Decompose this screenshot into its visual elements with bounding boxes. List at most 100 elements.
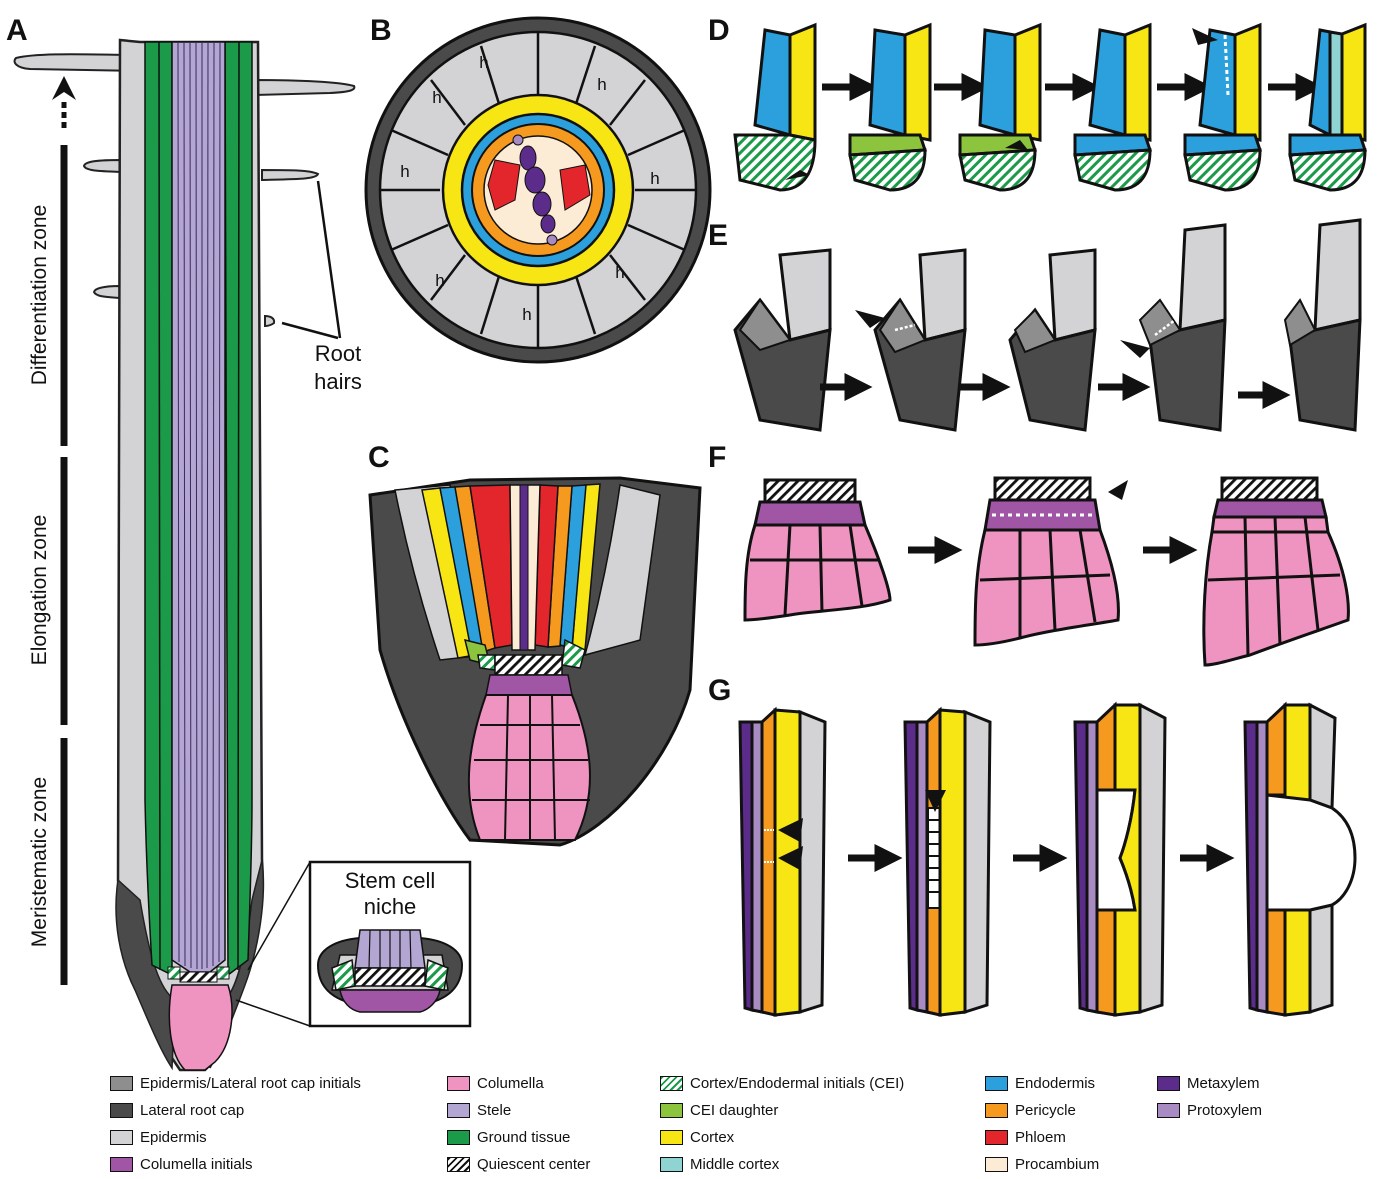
legend-item: Lateral root cap (110, 1097, 361, 1124)
legend-label: Cortex/Endodermal initials (CEI) (690, 1075, 904, 1092)
legend-swatch (110, 1103, 133, 1118)
e-stage-1 (735, 250, 830, 430)
root-hair (255, 80, 354, 95)
legend-column: Epidermis/Lateral root cap initials Late… (110, 1070, 361, 1178)
legend-label: Cortex (690, 1129, 734, 1146)
root-hairs-label-2: hairs (314, 369, 362, 394)
legend-item: Procambium (985, 1151, 1099, 1178)
legend-swatch (1157, 1076, 1180, 1091)
legend-item: Metaxylem (1157, 1070, 1262, 1097)
legend-label: Epidermis/Lateral root cap initials (140, 1075, 361, 1092)
niche-quiescent-center (355, 968, 425, 986)
d-stage-1 (735, 25, 815, 190)
f-stage-3 (1204, 478, 1349, 665)
legend-label: Endodermis (1015, 1075, 1095, 1092)
legend-column: Endodermis Pericycle Phloem Procambium (985, 1070, 1099, 1178)
legend-swatch (447, 1076, 470, 1091)
niche-label-1: Stem cell (345, 868, 435, 893)
legend-label: Stele (477, 1102, 511, 1119)
e-stage-5 (1285, 220, 1360, 430)
legend-swatch (1157, 1103, 1180, 1118)
panel-d: D (708, 14, 1365, 190)
g-stage-2 (905, 710, 990, 1015)
hair-cell-label: h (650, 169, 659, 188)
legend-swatch (660, 1157, 683, 1172)
legend-item: Cortex/Endodermal initials (CEI) (660, 1070, 904, 1097)
legend-swatch (447, 1130, 470, 1145)
zone-label-elongation: Elongation zone (28, 515, 51, 666)
panel-c: C (368, 441, 700, 845)
legend-label: Epidermis (140, 1129, 207, 1146)
legend-item: Pericycle (985, 1097, 1099, 1124)
legend-swatch (985, 1157, 1008, 1172)
legend-item: Protoxylem (1157, 1097, 1262, 1124)
metaxylem (520, 485, 528, 650)
legend-column: Cortex/Endodermal initials (CEI) CEI dau… (660, 1070, 904, 1178)
lateral-root-primordium (1267, 795, 1355, 910)
hair-cell-label: h (522, 305, 531, 324)
legend-item: Ground tissue (447, 1124, 590, 1151)
panel-label-g: G (708, 674, 731, 707)
legend-item: Phloem (985, 1124, 1099, 1151)
panel-label-c: C (368, 441, 390, 474)
legend-column: Columella Stele Ground tissue Quiescent … (447, 1070, 590, 1178)
f-stage-2 (975, 478, 1128, 645)
legend-label: Middle cortex (690, 1156, 779, 1173)
stele (172, 42, 225, 972)
panel-label-f: F (708, 441, 726, 474)
legend-label: CEI daughter (690, 1102, 778, 1119)
g-stage-4 (1245, 705, 1355, 1015)
legend-item: Cortex (660, 1124, 904, 1151)
d-stage-4 (1075, 25, 1150, 190)
legend-item: CEI daughter (660, 1097, 904, 1124)
legend-swatch (660, 1076, 683, 1091)
legend-label: Procambium (1015, 1156, 1099, 1173)
legend-swatch (985, 1103, 1008, 1118)
legend-swatch (985, 1076, 1008, 1091)
cei-cell (217, 967, 229, 979)
legend-label: Protoxylem (1187, 1102, 1262, 1119)
zone-label-differentiation: Differentiation zone (28, 205, 51, 386)
panel-label-e: E (708, 219, 728, 252)
root-hair (94, 286, 120, 298)
e-stage-2 (855, 250, 965, 430)
legend-item: Columella (447, 1070, 590, 1097)
legend-label: Metaxylem (1187, 1075, 1260, 1092)
g-stage-3 (1075, 705, 1165, 1015)
hair-cell-label: h (615, 263, 624, 282)
g-stage-1 (740, 710, 825, 1015)
legend-item: Epidermis/Lateral root cap initials (110, 1070, 361, 1097)
panel-label-d: D (708, 14, 730, 47)
e-stage-4 (1120, 225, 1225, 430)
panel-f: F (708, 441, 1348, 665)
legend-item: Columella initials (110, 1151, 361, 1178)
columella-initials (486, 675, 572, 695)
legend-column: Metaxylem Protoxylem (1157, 1070, 1262, 1124)
legend-label: Phloem (1015, 1129, 1066, 1146)
legend-label: Quiescent center (477, 1156, 590, 1173)
panel-g: G (708, 674, 1355, 1015)
legend-swatch (110, 1157, 133, 1172)
panel-b: B h h h h h h h h (366, 14, 710, 362)
hair-cell-label: h (400, 162, 409, 181)
zone-label-meristematic: Meristematic zone (28, 777, 51, 947)
hair-cell-label: h (432, 88, 441, 107)
panel-label-a: A (6, 14, 28, 47)
legend-swatch (660, 1103, 683, 1118)
legend-item: Endodermis (985, 1070, 1099, 1097)
e-stage-3 (1010, 250, 1095, 430)
panel-e: E (708, 219, 1360, 430)
legend-label: Columella initials (140, 1156, 253, 1173)
niche-label-2: niche (364, 894, 417, 919)
legend-swatch (110, 1130, 133, 1145)
root-hair (265, 316, 274, 326)
legend-label: Columella (477, 1075, 544, 1092)
cei-cell (168, 967, 180, 979)
root-hair (84, 160, 120, 172)
legend-item: Epidermis (110, 1124, 361, 1151)
legend-item: Middle cortex (660, 1151, 904, 1178)
legend-item: Quiescent center (447, 1151, 590, 1178)
legend-swatch (660, 1130, 683, 1145)
legend-label: Ground tissue (477, 1129, 570, 1146)
